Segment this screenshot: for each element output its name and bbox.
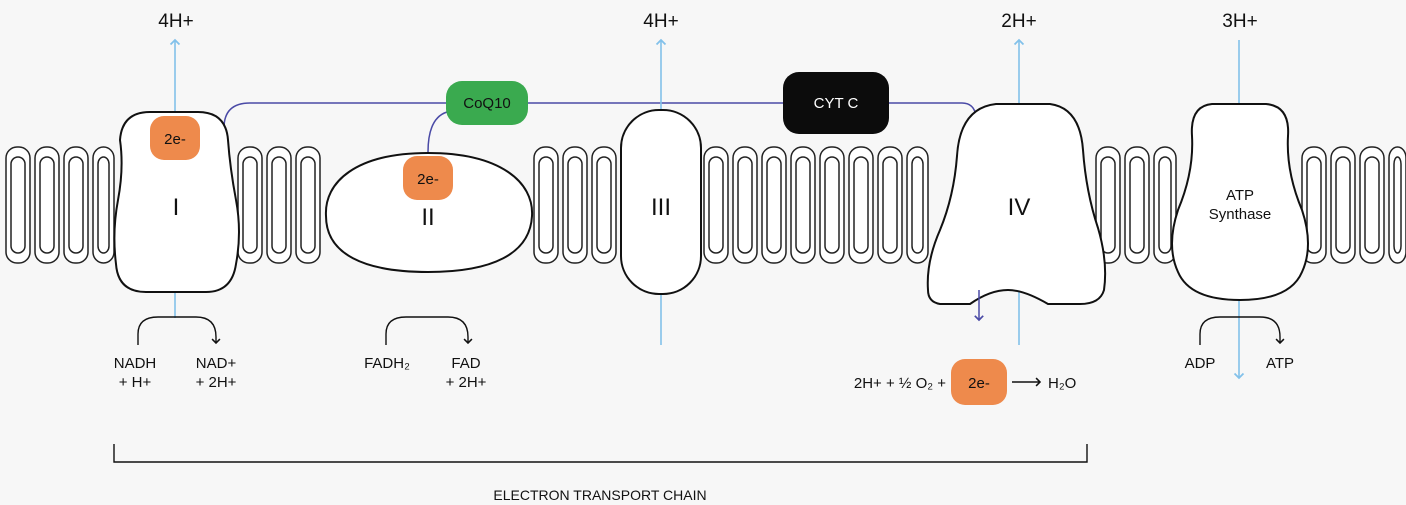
nadh-label: NADH bbox=[114, 355, 157, 372]
lipid-inner bbox=[69, 157, 83, 253]
atp-label: ATP bbox=[1266, 355, 1294, 372]
lipid-inner bbox=[796, 157, 810, 253]
lipid-inner bbox=[883, 157, 897, 253]
lipid-inner bbox=[709, 157, 723, 253]
proton-label-complex3: 4H+ bbox=[643, 11, 678, 32]
oxygen-reactants-label: 2H+ + ½ O₂ + bbox=[854, 375, 946, 392]
lipid-inner bbox=[11, 157, 25, 253]
nad-2h-label: + 2H+ bbox=[196, 374, 237, 391]
lipid-inner bbox=[1101, 157, 1115, 253]
fad-2h-label: + 2H+ bbox=[446, 374, 487, 391]
lipid-inner bbox=[568, 157, 582, 253]
caption: ELECTRON TRANSPORT CHAIN bbox=[493, 487, 706, 503]
lipid-inner bbox=[40, 157, 54, 253]
electron-label-oxygen: 2e- bbox=[968, 375, 990, 392]
lipid-inner bbox=[597, 157, 611, 253]
reaction-arrow-adp bbox=[1200, 317, 1280, 345]
electron-label-complex1: 2e- bbox=[164, 131, 186, 148]
complex-4-label: IV bbox=[1008, 194, 1031, 221]
lipid-inner bbox=[1159, 157, 1171, 253]
lipid-inner bbox=[1365, 157, 1379, 253]
lipid-inner bbox=[767, 157, 781, 253]
lipid-inner bbox=[738, 157, 752, 253]
atp-synthase-label-line1: ATP bbox=[1226, 187, 1254, 204]
lipid-inner bbox=[98, 157, 109, 253]
complex-3-label: III bbox=[651, 194, 671, 221]
proton-label-complex4: 2H+ bbox=[1001, 11, 1036, 32]
nad-label: NAD+ bbox=[196, 355, 237, 372]
lipid-inner bbox=[243, 157, 257, 253]
coq10-label: CoQ10 bbox=[463, 95, 511, 112]
fadh2-label: FADH₂ bbox=[364, 355, 410, 372]
cytc-label: CYT C bbox=[814, 95, 859, 112]
complex-2-label: II bbox=[421, 204, 434, 231]
electron-path-complex2 bbox=[428, 112, 447, 152]
reaction-arrow-fadh2 bbox=[386, 317, 468, 345]
lipid-inner bbox=[272, 157, 286, 253]
atp-synthase-label-line2: Synthase bbox=[1209, 206, 1272, 223]
complex-1-label: I bbox=[173, 194, 180, 221]
lipid-inner bbox=[1130, 157, 1144, 253]
fad-label: FAD bbox=[451, 355, 480, 372]
lipid-inner bbox=[539, 157, 553, 253]
lipid-inner bbox=[825, 157, 839, 253]
proton-label-complex1: 4H+ bbox=[158, 11, 193, 32]
lipid-inner bbox=[912, 157, 923, 253]
lipid-inner bbox=[1336, 157, 1350, 253]
electron-label-complex2: 2e- bbox=[417, 171, 439, 188]
reaction-arrow-nadh bbox=[138, 317, 216, 345]
lipid-inner bbox=[854, 157, 868, 253]
adp-label: ADP bbox=[1185, 355, 1216, 372]
lipid-inner bbox=[1307, 157, 1321, 253]
nadh-h-label: + H+ bbox=[119, 374, 152, 391]
lipid-inner bbox=[1394, 157, 1401, 253]
proton-label-atp-synthase: 3H+ bbox=[1222, 11, 1257, 32]
water-label: H₂O bbox=[1048, 375, 1076, 392]
etc-bracket bbox=[114, 444, 1087, 462]
lipid-inner bbox=[301, 157, 315, 253]
